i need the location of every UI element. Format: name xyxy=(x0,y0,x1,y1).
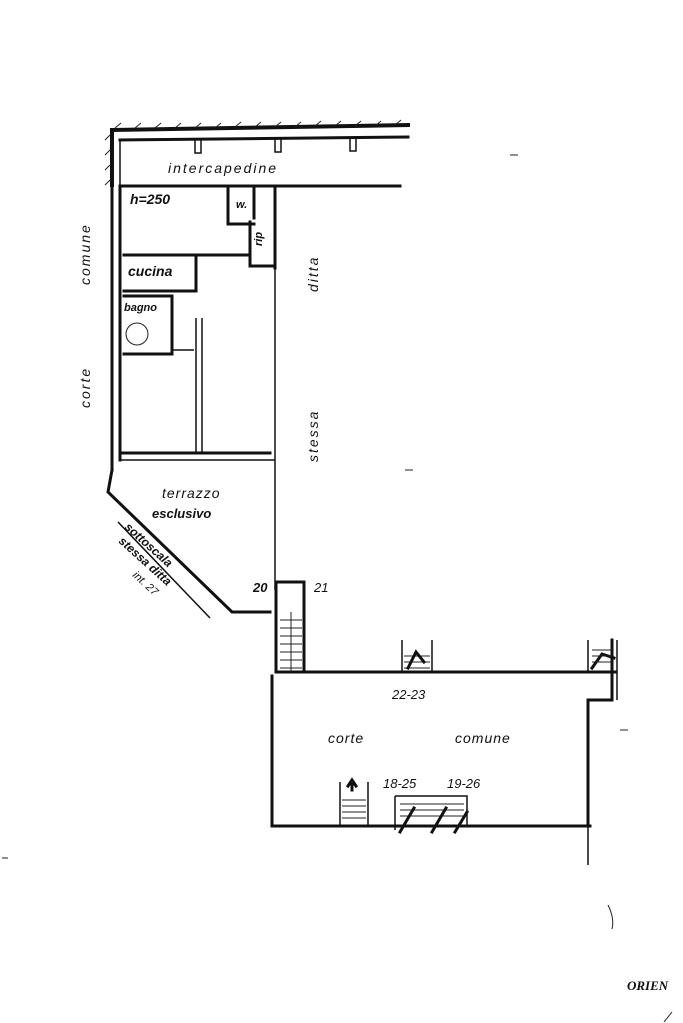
stair-22-23 xyxy=(401,640,433,672)
stair-right xyxy=(587,640,616,672)
bathroom-fixture xyxy=(125,322,149,346)
stessa-right-label: stessa xyxy=(305,410,321,462)
sub-18-25-label: 18-25 xyxy=(383,776,417,791)
courtyard: corte comune 22-23 18-25 19-26 xyxy=(270,638,618,865)
sub-21-label: 21 xyxy=(313,580,328,595)
cucina-label: cucina xyxy=(128,263,173,279)
apartment-walls: w. rip cucina bagno h=250 xyxy=(110,184,277,590)
rip-label: rip xyxy=(253,232,265,246)
ditta-right-label: ditta xyxy=(305,256,321,292)
comune-left-label: comune xyxy=(77,223,93,285)
stair-19-26 xyxy=(394,795,470,835)
corte-bottom-label: corte xyxy=(328,730,364,746)
orientation-label: ORIEN xyxy=(627,978,669,993)
terrazzo-label: terrazzo xyxy=(162,485,221,501)
height-label: h=250 xyxy=(130,191,170,207)
sub-22-23-label: 22-23 xyxy=(391,687,426,702)
comune-bottom-label: comune xyxy=(455,730,511,746)
wc-label: w. xyxy=(236,199,247,211)
terrace: terrazzo esclusivo sottoscala stessa dit… xyxy=(106,468,272,619)
corte-left-label: corte xyxy=(77,367,93,408)
intercapedine-label: intercapedine xyxy=(168,160,278,176)
staircase-20-21: 20 21 xyxy=(252,580,328,674)
stair-18-25 xyxy=(339,777,369,826)
sub-20-label: 20 xyxy=(252,580,268,595)
boundary-hatch xyxy=(104,119,411,187)
esclusivo-label: esclusivo xyxy=(152,506,211,521)
stray-marks xyxy=(2,154,673,1023)
bagno-label: bagno xyxy=(124,302,157,314)
sub-19-26-label: 19-26 xyxy=(447,776,481,791)
intercapedine-band: intercapedine xyxy=(118,135,410,188)
